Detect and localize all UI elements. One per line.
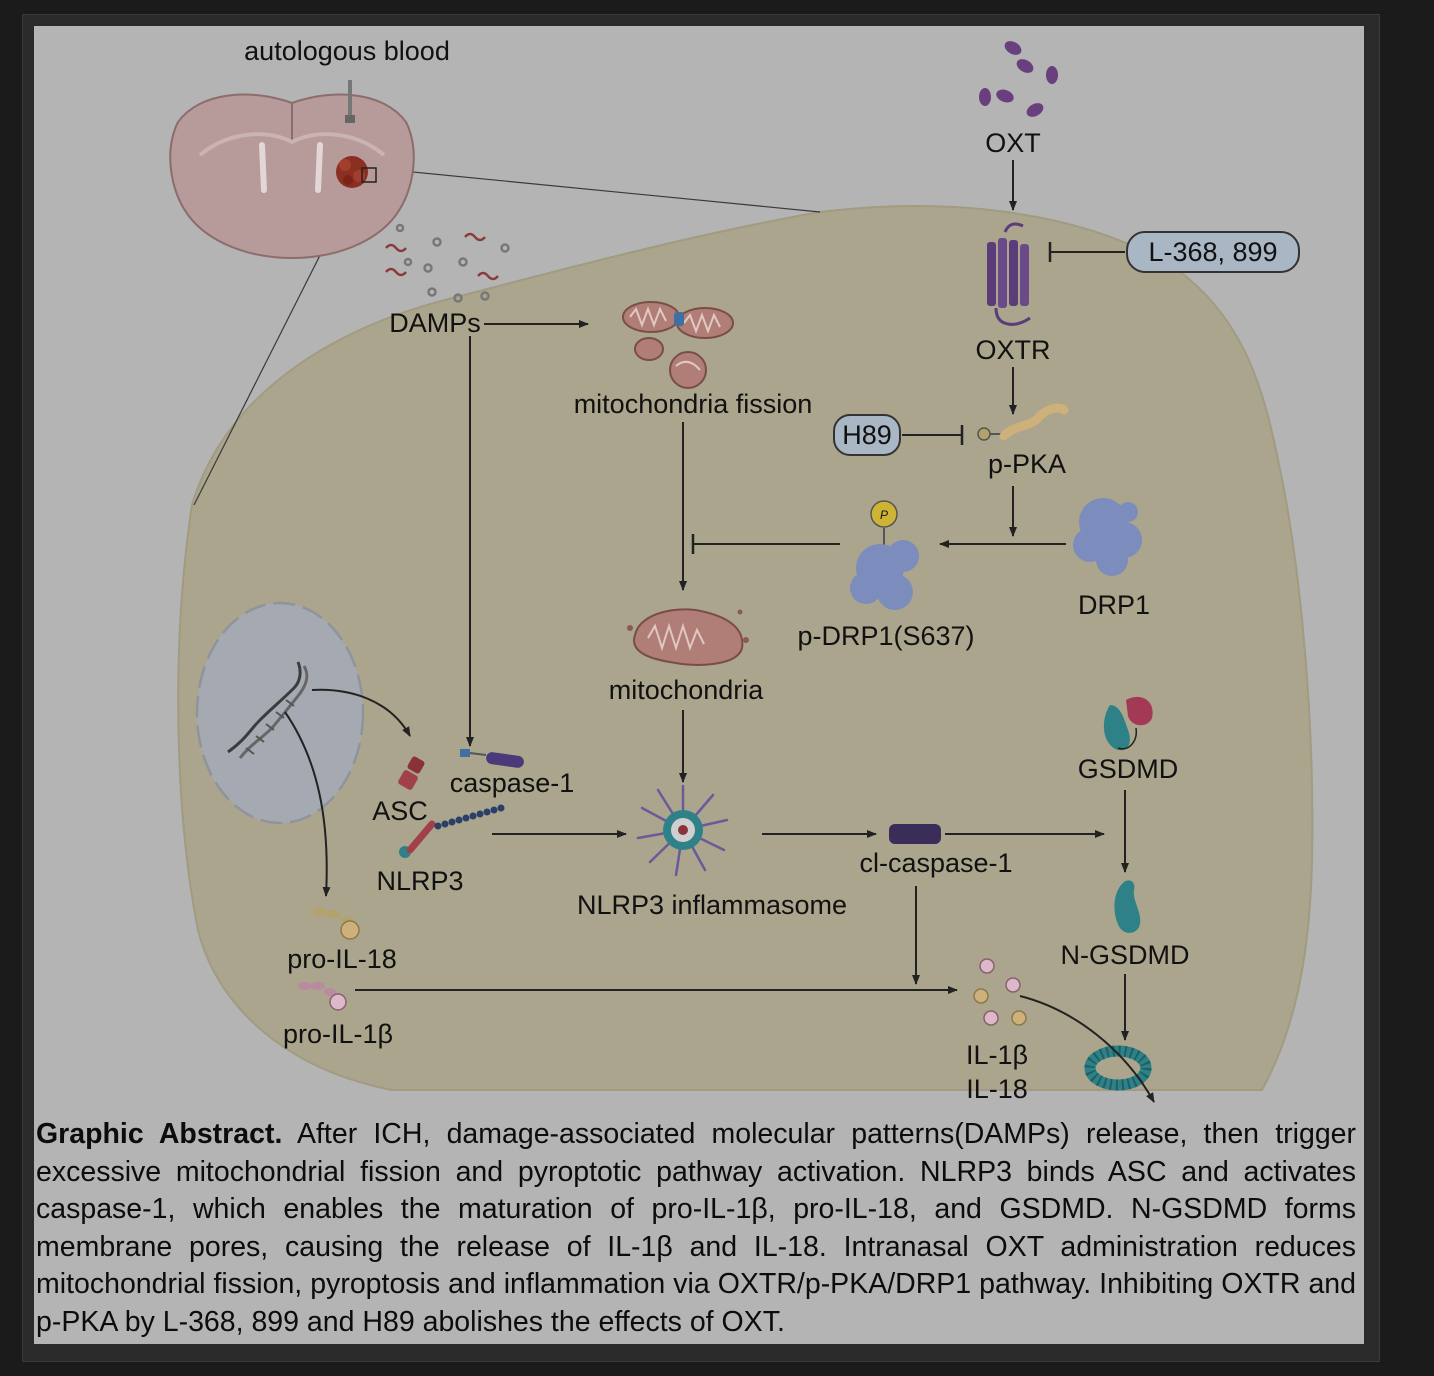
label-gsdmd: GSDMD xyxy=(1078,754,1179,784)
gsdmd-pore-icon xyxy=(1084,1045,1152,1091)
caption-heading: Graphic Abstract. xyxy=(36,1118,283,1150)
nucleus-icon xyxy=(195,601,365,825)
label-l368-899: L-368, 899 xyxy=(1148,237,1277,267)
drp1-protein-icon xyxy=(1073,498,1142,576)
label-h89: H89 xyxy=(842,420,892,450)
oxt-molecules xyxy=(979,41,1058,117)
arrow-release-through-pore xyxy=(1019,995,1155,1103)
label-il18: IL-18 xyxy=(966,1074,1028,1104)
mature-interleukins-icon xyxy=(973,958,1027,1026)
oxtr-receptor-icon xyxy=(987,222,1031,326)
pro-il18-icon xyxy=(313,908,360,940)
label-nlrp3: NLRP3 xyxy=(376,866,463,896)
l368-899-inhibitor-box xyxy=(1126,231,1300,273)
label-cl-caspase1: cl-caspase-1 xyxy=(859,848,1012,878)
label-pro-il1b: pro-IL-1β xyxy=(283,1019,393,1049)
label-autologous-blood: autologous blood xyxy=(244,36,450,66)
arrow-nucleus-pro-interleukins xyxy=(284,711,331,897)
label-caspase1: caspase-1 xyxy=(450,768,575,798)
label-mitochondria: mitochondria xyxy=(609,675,765,705)
label-pdrp1: p-DRP1(S637) xyxy=(797,621,974,651)
nlrp3-icon xyxy=(399,804,505,858)
damaged-mitochondria-icon xyxy=(627,608,749,666)
label-asc: ASC xyxy=(372,796,428,826)
label-drp1: DRP1 xyxy=(1078,590,1150,620)
zoom-line-upper xyxy=(371,167,821,213)
label-il1b: IL-1β xyxy=(966,1040,1028,1070)
label-oxtr: OXTR xyxy=(975,335,1050,365)
caspase1-icon xyxy=(460,749,524,768)
caption-text: After ICH, damage-associated molecular p… xyxy=(36,1118,1357,1338)
label-mitochondria-fission: mitochondria fission xyxy=(574,389,813,419)
cl-caspase1-icon xyxy=(889,824,941,844)
brain-coronal-section xyxy=(169,80,415,260)
figure-caption: Graphic Abstract. After ICH, damage-asso… xyxy=(36,1116,1356,1341)
label-nlrp3-inflammasome: NLRP3 inflammasome xyxy=(577,890,847,920)
label-pro-il18: pro-IL-18 xyxy=(287,944,397,974)
asc-icon xyxy=(398,756,425,790)
label-damps: DAMPs xyxy=(389,308,481,338)
arrow-nucleus-inflammasome-components xyxy=(311,688,411,737)
h89-inhibitor-box xyxy=(833,414,901,456)
label-oxt: OXT xyxy=(985,128,1041,158)
ngsdmd-icon xyxy=(1114,880,1141,933)
label-ppka: p-PKA xyxy=(988,449,1066,479)
pdrp1-protein-icon xyxy=(850,500,919,610)
pro-il1b-icon xyxy=(298,982,347,1011)
gsdmd-icon xyxy=(1103,696,1153,751)
label-phospho: P xyxy=(880,508,888,522)
label-ngsdmd: N-GSDMD xyxy=(1061,940,1190,970)
nlrp3-inflammasome-icon xyxy=(636,784,729,877)
ppka-icon xyxy=(977,403,1069,441)
mitochondria-fission-icon xyxy=(622,301,734,389)
damps-particles xyxy=(385,223,510,303)
